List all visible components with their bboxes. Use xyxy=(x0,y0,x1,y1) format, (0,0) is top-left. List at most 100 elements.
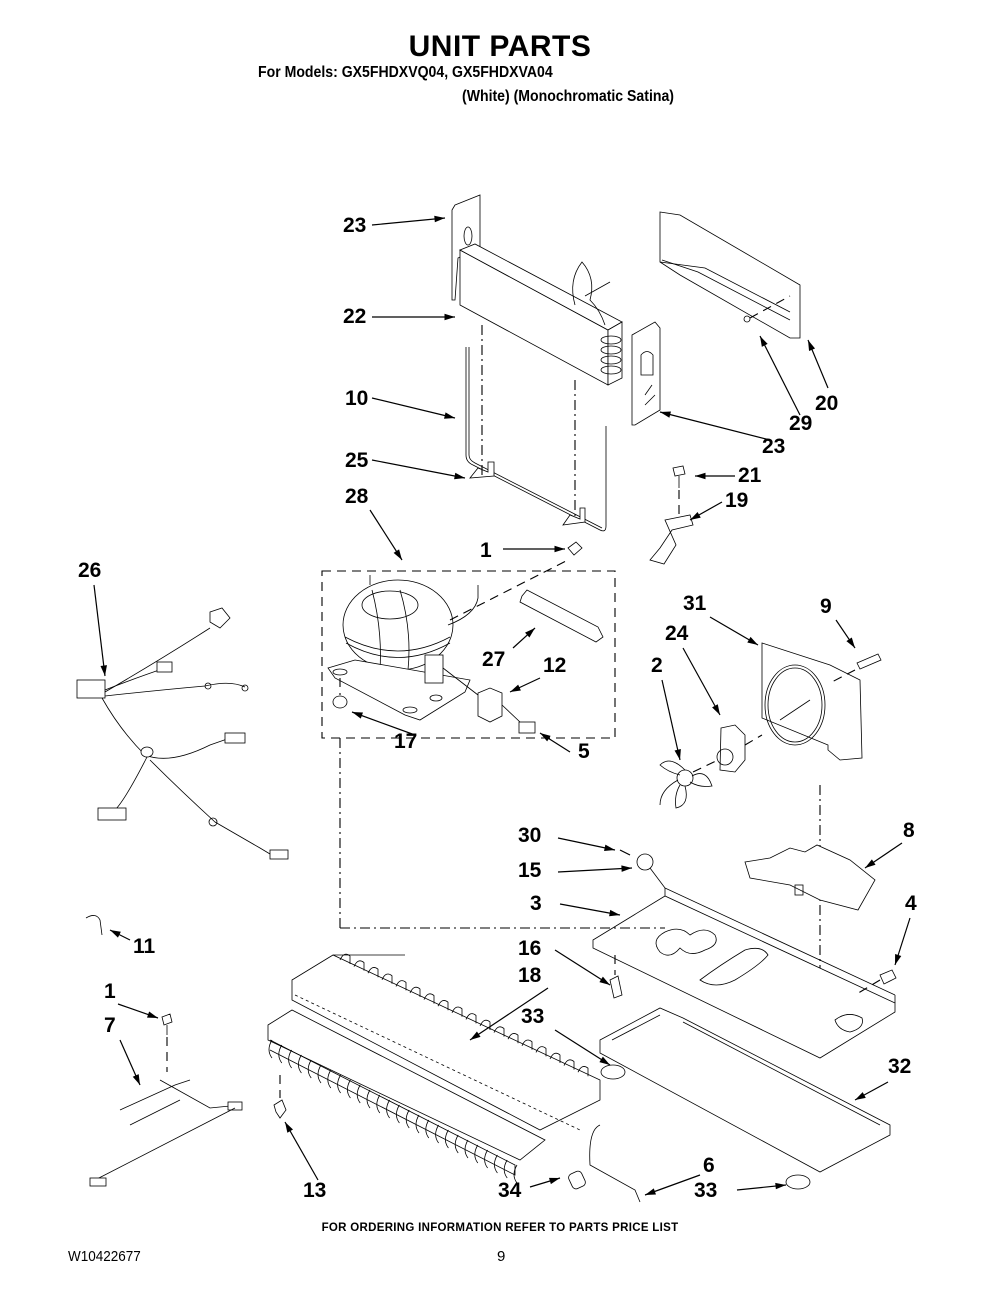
wire-harness-26-part xyxy=(76,607,289,860)
grommet-15-part xyxy=(636,853,654,871)
fan-motor-part xyxy=(719,724,746,773)
coil-loop xyxy=(415,1114,420,1134)
callout-28: 28 xyxy=(345,485,369,508)
coil-loop xyxy=(367,967,379,978)
callout-21: 21 xyxy=(738,464,762,487)
callout-19: 19 xyxy=(725,489,748,512)
fan-assembly xyxy=(659,642,882,1030)
clip-11-part xyxy=(85,915,103,936)
arrowhead-icon xyxy=(434,215,445,223)
leader-line xyxy=(557,867,633,873)
coil-loop xyxy=(474,1144,479,1164)
coil-loop xyxy=(437,1000,449,1011)
arrowhead-icon xyxy=(132,1074,140,1085)
callout-24: 24 xyxy=(665,622,689,645)
arrowhead-icon xyxy=(865,859,876,868)
arrowhead-icon xyxy=(621,865,632,872)
leader-line xyxy=(759,335,801,416)
coil-loop xyxy=(484,1149,488,1169)
coil-loop xyxy=(435,1124,439,1144)
compressor-kit xyxy=(321,541,616,739)
coil-loop xyxy=(288,1049,292,1069)
callout-33-lower: 33 xyxy=(694,1179,717,1202)
models-line: For Models: GX5FHDXVQ04, GX5FHDXVA04 xyxy=(258,64,553,81)
callout-23: 23 xyxy=(343,214,366,237)
callout-7: 7 xyxy=(104,1014,116,1037)
arrowhead-icon xyxy=(393,549,402,560)
callout-12: 12 xyxy=(543,654,566,677)
grommet-part xyxy=(332,695,348,709)
page-number: 9 xyxy=(497,1248,506,1265)
arrowhead-icon xyxy=(352,712,363,719)
leader-line xyxy=(554,1029,611,1066)
coil-loop xyxy=(521,1039,533,1050)
arrowhead-icon xyxy=(525,628,535,638)
coil-loop xyxy=(409,986,421,997)
arrowhead-icon xyxy=(747,636,758,645)
coil-loop xyxy=(464,1139,469,1159)
coil-loop xyxy=(423,993,435,1004)
clip-13-part xyxy=(273,1099,287,1119)
arrowhead-icon xyxy=(554,545,565,553)
coil-loop xyxy=(465,1013,477,1024)
arrowhead-icon xyxy=(444,313,455,321)
callout-34: 34 xyxy=(498,1179,522,1202)
coil-loop xyxy=(549,1052,561,1063)
coil-loop xyxy=(317,1064,322,1084)
coil-loop xyxy=(376,1094,381,1114)
arrowhead-icon xyxy=(674,749,681,760)
coil-loop xyxy=(405,1109,410,1129)
grommet-34-part xyxy=(568,1170,586,1190)
arrowhead-icon xyxy=(712,704,720,715)
wire-6-part xyxy=(589,1124,641,1203)
coil-loop xyxy=(451,1006,463,1017)
evaporator-assembly xyxy=(451,194,623,532)
leader-line xyxy=(661,679,681,761)
drier-part xyxy=(519,589,604,643)
right-bracket xyxy=(631,321,661,426)
cover-part xyxy=(659,211,801,339)
coil-loop xyxy=(503,1159,508,1179)
foot-part xyxy=(600,1064,626,1080)
callout-25: 25 xyxy=(345,449,369,472)
arrowhead-icon xyxy=(690,512,701,520)
arrowhead-icon xyxy=(147,1011,158,1018)
callout-23-right: 23 xyxy=(762,435,785,458)
leader-line xyxy=(93,584,106,677)
condenser-part xyxy=(267,953,601,1184)
foot-part xyxy=(785,1174,811,1190)
coil-loop xyxy=(278,1044,283,1064)
arrowhead-icon xyxy=(470,1031,481,1040)
coil-loop xyxy=(307,1059,312,1079)
arrowhead-icon xyxy=(609,909,620,917)
coil-loop xyxy=(494,1154,498,1174)
arrowhead-icon xyxy=(645,1188,656,1195)
coil-loop xyxy=(454,1134,459,1154)
leader-line xyxy=(682,647,721,716)
callout-17: 17 xyxy=(394,730,417,753)
arrowhead-icon xyxy=(100,665,107,676)
coil-loop xyxy=(366,1089,371,1109)
coil-loop xyxy=(298,1054,302,1074)
arrowhead-icon xyxy=(599,976,610,985)
coil-loop xyxy=(356,1084,361,1104)
variants-line: (White) (Monochromatic Satina) xyxy=(462,88,674,105)
arrowhead-icon xyxy=(454,472,465,480)
base-plate-part xyxy=(339,738,896,1059)
arrowhead-icon xyxy=(540,733,551,742)
callout-18: 18 xyxy=(518,964,542,987)
leader-line xyxy=(284,1121,319,1181)
coil-loop xyxy=(396,1104,400,1124)
coil-loop xyxy=(337,1074,341,1094)
coil-loop xyxy=(445,1129,449,1149)
callout-16: 16 xyxy=(518,937,541,960)
callout-3: 3 xyxy=(530,892,542,915)
callout-5: 5 xyxy=(578,740,590,763)
leader-line xyxy=(554,949,611,986)
callout-1: 1 xyxy=(480,539,492,562)
arrowhead-icon xyxy=(855,1092,866,1100)
callout-1-lower: 1 xyxy=(104,980,116,1003)
leader-line xyxy=(659,411,771,441)
screw-and-bracket xyxy=(649,465,694,565)
